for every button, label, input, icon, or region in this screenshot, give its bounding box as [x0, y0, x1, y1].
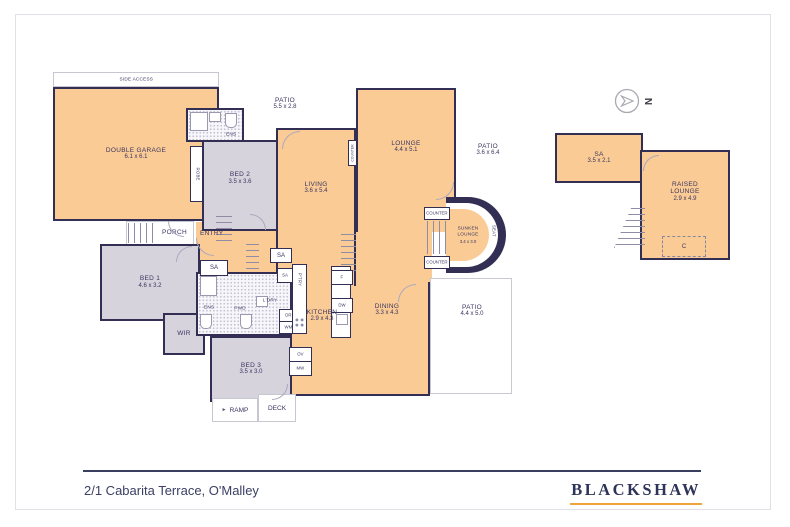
- shower-icon: [190, 112, 208, 131]
- bed1-dims: 4.6 x 3.2: [138, 282, 162, 289]
- living-dining-stairs: [341, 234, 356, 276]
- property-address: 2/1 Cabarita Terrace, O'Malley: [84, 483, 259, 498]
- living-dims: 3.6 x 5.4: [304, 188, 328, 194]
- room-sunken-lounge: SUNKEN LOUNGE 3.4 x 3.0: [446, 209, 489, 261]
- entry-label: ENTRY: [200, 230, 224, 237]
- bathroom-laundry-complex: ENS PWD L'DRY: [196, 272, 292, 336]
- side-access-area: SIDE ACCESS: [53, 72, 219, 87]
- patio-top-label: PATIO 5.5 x 2.8: [273, 96, 297, 111]
- pantry-label: P'TRY: [296, 272, 302, 287]
- lounge-dining-connector-floor: [356, 230, 432, 286]
- room-bed2: BED 2 3.5 x 3.6: [202, 140, 278, 231]
- deck-label: DECK: [267, 404, 287, 412]
- counter-living-lounge: COUNTER: [348, 140, 357, 166]
- garage-name: DOUBLE GARAGE: [105, 146, 167, 154]
- sunken-lounge-steps: [427, 221, 446, 254]
- ramp-label: RAMP: [229, 406, 249, 414]
- robe-closet: ROBE: [190, 146, 203, 202]
- dishwasher-box: DW: [331, 298, 353, 313]
- pwd-label: PWD: [234, 306, 246, 312]
- room-bed1: BED 1 4.6 x 3.2: [100, 244, 200, 321]
- ensuite-top: ENS: [186, 108, 244, 142]
- bed2-name: BED 2: [229, 171, 251, 178]
- deck-area: DECK: [258, 394, 296, 422]
- sunken-lounge-dims: 3.4 x 3.0: [459, 239, 476, 245]
- room-bed3: BED 3 3.5 x 3.0: [210, 336, 292, 402]
- bed2-dims: 3.5 x 3.6: [228, 178, 252, 185]
- patio-right-label: PATIO 3.6 x 6.4: [476, 142, 500, 157]
- porch-steps: [128, 223, 156, 243]
- cooktop-icon: [293, 316, 306, 329]
- toilet-icon: [225, 113, 237, 128]
- entry-stairs-2: [246, 244, 259, 270]
- bed1-name: BED 1: [139, 275, 161, 282]
- counter-box-a: COUNTER: [424, 207, 450, 220]
- cupboard-label: C: [681, 243, 687, 250]
- ramp-area: ► RAMP: [212, 398, 258, 422]
- basin-icon: [209, 112, 221, 122]
- lounge-name: LOUNGE: [391, 139, 421, 147]
- wir-label: WIR: [177, 330, 191, 338]
- ramp-direction-arrow-icon: ►: [221, 407, 227, 413]
- side-access-label: SIDE ACCESS: [119, 76, 153, 82]
- sa-annex-name: SA: [594, 150, 604, 158]
- compass: [614, 88, 640, 114]
- page-border: [15, 14, 771, 510]
- sa-annex-dims: 3.5 x 2.1: [587, 158, 611, 164]
- seat-label: SEAT: [490, 224, 496, 237]
- compass-north-label: N: [642, 97, 654, 106]
- sink-icon: [256, 296, 268, 307]
- lounge-dims: 4.4 x 5.1: [394, 147, 418, 153]
- kitchen-label: KITCHEN 2.9 x 4.3: [306, 308, 338, 323]
- footer-divider: [83, 470, 701, 472]
- ens-top-label: ENS: [225, 131, 237, 137]
- room-sa-annex: SA 3.5 x 2.1: [555, 133, 643, 183]
- counter-label-1: COUNTER: [350, 144, 355, 162]
- ens-label: ENS: [203, 305, 215, 311]
- raised-lounge-name: RAISED LOUNGE: [670, 180, 700, 196]
- counter-box-b: COUNTER: [424, 256, 450, 269]
- garage-dims: 6.1 x 6.1: [124, 154, 148, 160]
- room-raised-lounge: RAISED LOUNGE 2.9 x 4.9: [640, 150, 730, 260]
- microwave-box: MW: [289, 361, 312, 376]
- cupboard-box: C: [662, 236, 706, 257]
- agency-logo: BLACKSHAW: [570, 480, 702, 505]
- sa-closet-1: SA: [200, 260, 228, 276]
- fridge-box: F: [331, 270, 353, 285]
- robe-label: ROBE: [194, 167, 199, 181]
- bed3-name: BED 3: [240, 361, 262, 369]
- entry-stairs-1: [216, 216, 232, 246]
- dining-label: DINING 3.3 x 4.3: [374, 302, 400, 317]
- ldry-label: L'DRY: [262, 298, 278, 304]
- toilet-icon: [200, 314, 212, 329]
- sa-closet-2: SA: [270, 248, 292, 263]
- sunken-lounge-name: SUNKEN LOUNGE: [456, 225, 479, 237]
- patio-bottom-area: PATIO 4.4 x 5.0: [430, 278, 512, 394]
- sink-icon: [336, 314, 348, 325]
- living-name: LIVING: [304, 180, 328, 188]
- bed3-dims: 3.5 x 3.0: [239, 369, 263, 375]
- toilet-icon: [240, 314, 252, 329]
- oven-box: OV: [289, 347, 312, 362]
- compass-needle-icon: [614, 88, 640, 114]
- raised-lounge-dims: 2.9 x 4.9: [673, 195, 697, 202]
- shower-icon: [200, 276, 217, 296]
